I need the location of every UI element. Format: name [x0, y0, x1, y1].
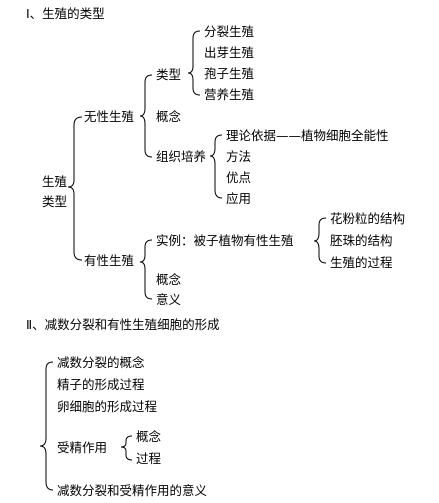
types-brace — [187, 30, 201, 96]
fertilization-item: 过程 — [136, 451, 162, 466]
section2-item: 精子的形成过程 — [57, 377, 145, 392]
root-label: 生殖 类型 — [42, 174, 68, 209]
section2-item: 减数分裂的概念 — [57, 355, 145, 370]
tissue-item: 方法 — [226, 149, 252, 164]
example-item: 花粉粒的结构 — [330, 211, 406, 226]
fertilization-label: 受精作用 — [57, 440, 108, 455]
section2-item: 卵细胞的形成过程 — [57, 399, 158, 414]
asexual-label: 无性生殖 — [84, 109, 135, 124]
fertilization-item: 概念 — [136, 429, 162, 444]
asexual-concept: 概念 — [156, 109, 182, 124]
section2-heading: Ⅱ、减数分裂和有性生殖细胞的形成 — [26, 317, 220, 332]
asexual-types-label: 类型 — [156, 67, 182, 82]
tissue-item: 应用 — [226, 191, 252, 206]
tissue-brace — [209, 134, 223, 199]
example-item: 胚珠的结构 — [330, 233, 393, 248]
asexual-brace — [139, 74, 153, 158]
type-item: 分裂生殖 — [204, 24, 255, 39]
type-item: 出芽生殖 — [204, 45, 255, 60]
example-item: 生殖的过程 — [330, 255, 393, 270]
tissue-culture-label: 组织培养 — [156, 149, 207, 164]
sexual-brace — [139, 239, 153, 300]
sexual-concept: 概念 — [156, 272, 182, 287]
tissue-item: 优点 — [226, 170, 252, 185]
sexual-meaning: 意义 — [156, 292, 182, 307]
sexual-label: 有性生殖 — [84, 253, 135, 268]
type-item: 孢子生殖 — [204, 66, 255, 81]
fertilization-brace — [120, 435, 133, 461]
example-brace — [313, 217, 327, 264]
example-label: 实例：被子植物有性生殖 — [156, 233, 294, 248]
section1-heading: Ⅰ、生殖的类型 — [26, 6, 105, 21]
tissue-item: 理论依据——植物细胞全能性 — [226, 128, 389, 143]
type-item: 营养生殖 — [204, 87, 255, 102]
root-brace — [67, 116, 83, 261]
section2-last-item: 减数分裂和受精作用的意义 — [57, 483, 208, 498]
section2-brace — [39, 361, 54, 491]
